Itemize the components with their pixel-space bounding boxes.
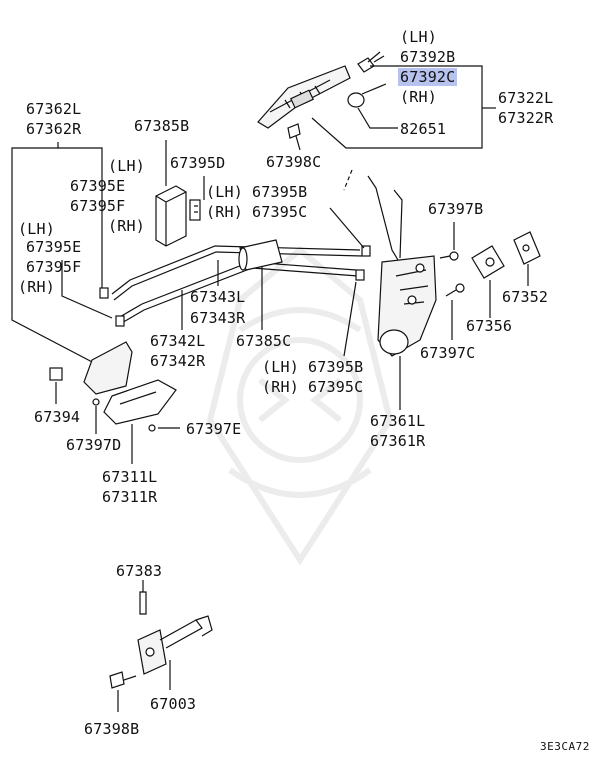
label-67395e2-side: (LH) — [18, 220, 55, 238]
door-check-67003 — [137, 615, 213, 690]
clip-67394 — [49, 367, 63, 404]
label-67397e: 67397E — [186, 420, 242, 438]
label-67352: 67352 — [502, 288, 549, 306]
rod-67343 — [111, 245, 361, 295]
label-67392c: 67392C — [398, 68, 458, 86]
label-67392c-side: (RH) — [400, 88, 437, 106]
label-82651: 82651 — [400, 120, 447, 138]
pad-82651 — [347, 92, 365, 108]
dash-line — [343, 169, 353, 191]
label-67362l: 67362L — [26, 100, 82, 118]
label-67395f2-side: (RH) — [18, 278, 55, 296]
rod-67343-b — [113, 251, 363, 301]
label-67395f-side: (RH) — [108, 217, 145, 235]
leader-67395e — [61, 260, 113, 319]
label-67397c: 67397C — [420, 344, 476, 362]
label-67343l: 67343L — [190, 288, 246, 306]
label-67394: 67394 — [34, 408, 81, 426]
label-67395c-top: 67395C — [252, 203, 308, 221]
leader-82651 — [357, 107, 398, 129]
bolt-67398b — [109, 671, 137, 712]
diagram-code: 3E3CA72 — [540, 740, 590, 753]
label-67395c-bot: 67395C — [308, 378, 364, 396]
label-67395b-bot-side: (LH) — [262, 358, 299, 376]
label-67362r: 67362R — [26, 120, 82, 138]
label-67398b: 67398B — [84, 720, 140, 738]
label-67361r: 67361R — [370, 432, 426, 450]
clip-67395b-top — [329, 207, 371, 257]
rod-67342 — [117, 261, 357, 319]
label-67385c: 67385C — [236, 332, 292, 350]
screw-67397e — [148, 424, 180, 432]
handle-bolt-67392 — [357, 51, 381, 73]
rod-top-2 — [393, 189, 403, 259]
label-67392b: 67392B — [400, 48, 456, 66]
striker-67356 — [471, 245, 505, 318]
label-67342r: 67342R — [150, 352, 206, 370]
door-latch-67361 — [377, 255, 437, 357]
rod-67342-b — [119, 267, 359, 325]
label-67003: 67003 — [150, 695, 197, 713]
label-67397d: 67397D — [66, 436, 122, 454]
label-67361l: 67361L — [370, 412, 426, 430]
label-67342l: 67342L — [150, 332, 206, 350]
label-67356: 67356 — [466, 317, 513, 335]
clip-67395d — [189, 176, 205, 221]
shim-67352 — [513, 231, 541, 286]
label-67395f: 67395F — [70, 197, 126, 215]
pin-67383 — [139, 580, 147, 615]
screw-67397d — [92, 398, 100, 434]
label-67311r: 67311R — [102, 488, 158, 506]
label-67392b-side: (LH) — [400, 28, 437, 46]
label-67395f2: 67395F — [26, 258, 82, 276]
label-67395c-bot-side: (RH) — [262, 378, 299, 396]
label-67395b-top: 67395B — [252, 183, 308, 201]
inside-handle-67311 — [83, 341, 177, 464]
label-67395b-bot: 67395B — [308, 358, 364, 376]
label-67322r: 67322R — [498, 109, 554, 127]
pad-67385b — [155, 140, 187, 247]
label-67395e: 67395E — [70, 177, 126, 195]
screw-67397c — [445, 283, 465, 340]
bolt-67398c — [287, 123, 301, 151]
bracket-67362-b — [58, 147, 103, 288]
label-67395e2: 67395E — [26, 238, 82, 256]
bracket-67362 — [11, 142, 97, 365]
label-67395e-side: (LH) — [108, 157, 145, 175]
clip-67395b-bottom — [343, 269, 365, 357]
label-67343r: 67343R — [190, 309, 246, 327]
label-67395d: 67395D — [170, 154, 226, 172]
label-67322l: 67322L — [498, 89, 554, 107]
label-67397b: 67397B — [428, 200, 484, 218]
leader-67392c — [361, 83, 387, 95]
label-67395b-top-side: (LH) — [206, 183, 243, 201]
clip-left-2 — [115, 315, 125, 327]
screw-67397b — [439, 222, 459, 261]
cable-67385c — [238, 239, 283, 271]
label-67311l: 67311L — [102, 468, 158, 486]
bracket-67322 — [311, 65, 483, 149]
rod-top-1 — [367, 175, 399, 261]
clip-left-1 — [99, 287, 109, 299]
label-67398c: 67398C — [266, 153, 322, 171]
label-67385b: 67385B — [134, 117, 190, 135]
watermark-emblem — [206, 246, 394, 566]
outside-handle — [257, 65, 351, 129]
leader-67392b — [373, 55, 385, 63]
label-67395c-top-side: (RH) — [206, 203, 243, 221]
label-67383: 67383 — [116, 562, 163, 580]
